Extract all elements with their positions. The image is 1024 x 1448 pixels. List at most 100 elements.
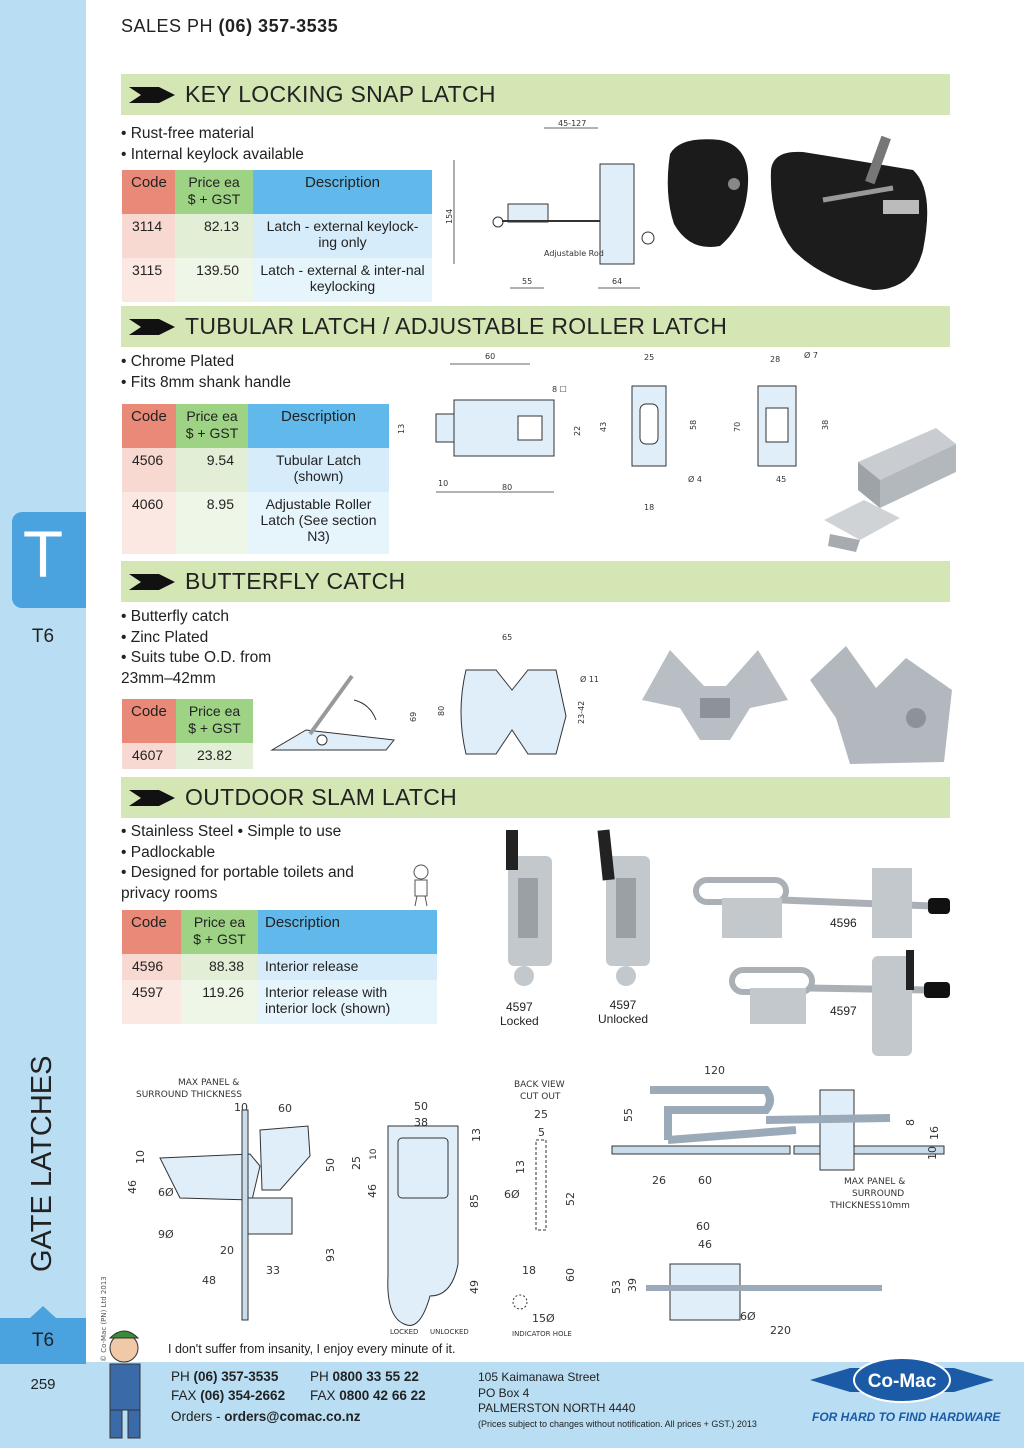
col-code: Code — [122, 910, 181, 954]
table-row[interactable]: 3114 82.13 Latch - external keylock-ing … — [122, 214, 432, 258]
sales-label: SALES PH — [121, 16, 219, 36]
dim-label: 80 — [437, 706, 446, 716]
dim-label: 5 — [538, 1126, 545, 1139]
address-line: PALMERSTON NORTH 4440 — [478, 1401, 636, 1415]
feature-item: • Fits 8mm shank handle — [121, 373, 291, 391]
feature-item: • Padlockable — [121, 843, 216, 861]
col-code: Code — [122, 404, 176, 448]
col-price: Price ea $ + GST — [176, 699, 253, 743]
slam-latch-side-drawing: MAX PANEL & SURROUND THICKNESS 10 60 10 … — [126, 1078, 337, 1321]
table-row[interactable]: 4506 9.54 Tubular Latch (shown) — [122, 448, 389, 492]
table-row[interactable]: 4596 88.38 Interior release — [122, 954, 437, 980]
section-banner: TUBULAR LATCH / ADJUSTABLE ROLLER LATCH — [121, 306, 950, 347]
dim-label: 60 — [698, 1174, 712, 1187]
logo-text: Co-Mac — [868, 1371, 937, 1392]
dim-label: 93 — [324, 1248, 337, 1262]
photo-label: 4597 Locked — [500, 1000, 539, 1028]
dim-label: 26 — [652, 1174, 666, 1187]
section-title: OUTDOOR SLAM LATCH — [185, 784, 458, 810]
table-row[interactable]: 4607 23.82 — [122, 743, 253, 769]
svg-text:SURROUND THICKNESS: SURROUND THICKNESS — [136, 1090, 242, 1100]
dim-label: 60 — [485, 352, 495, 361]
fax-label: FAX — [310, 1388, 340, 1403]
dim-label: 52 — [564, 1192, 577, 1206]
col-price: Price ea $ + GST — [176, 404, 248, 448]
quote: I don't suffer from insanity, I enjoy ev… — [168, 1342, 456, 1356]
col-code: Code — [122, 699, 176, 743]
cell-description: Adjustable Roller Latch (See section N3) — [248, 492, 389, 554]
orders-label: Orders - — [171, 1409, 225, 1424]
table-row[interactable]: 4597 119.26 Interior release with interi… — [122, 980, 437, 1024]
photo-label: 4597 — [830, 1004, 857, 1018]
dim-label: 220 — [770, 1324, 791, 1337]
dim-label: 50 — [414, 1100, 428, 1113]
indicator-hole-label: INDICATOR HOLE — [512, 1330, 572, 1338]
slam-latch-4596-photo — [693, 868, 950, 938]
snap-latch-photo-2 — [770, 135, 928, 290]
dim-label: 85 — [468, 1194, 481, 1208]
butterfly-catch-photo-1 — [642, 650, 788, 740]
comac-logo[interactable]: Co-Mac — [810, 1354, 994, 1406]
cell-code: 4597 — [122, 980, 181, 1024]
cell-price: 88.38 — [181, 954, 258, 980]
photo-label: 4596 — [830, 916, 857, 930]
dim-label: 154 — [445, 209, 454, 224]
cell-code: 4506 — [122, 448, 176, 492]
dim-label: 8 ☐ — [552, 385, 567, 394]
svg-text:SURROUND: SURROUND — [852, 1189, 904, 1199]
section-title: BUTTERFLY CATCH — [185, 568, 406, 594]
address-line: PO Box 4 — [478, 1385, 530, 1400]
sales-phone: SALES PH (06) 357-3535 — [121, 16, 338, 37]
back-view-cutout-drawing: BACK VIEW CUT OUT 25 5 13 6Ø 52 18 60 15… — [504, 1080, 577, 1338]
col-description: Description — [253, 170, 432, 214]
cell-price: 139.50 — [175, 258, 253, 302]
photo-label: 4597 Unlocked — [598, 998, 649, 1026]
cell-code: 4596 — [122, 954, 181, 980]
dim-label: 46 — [366, 1184, 379, 1198]
address-line: 105 Kaimanawa Street — [478, 1370, 600, 1384]
phone-number[interactable]: (06) 357-3535 — [193, 1369, 279, 1384]
dim-label: 69 — [409, 712, 418, 722]
dim-label: 65 — [502, 633, 512, 642]
dim-label: Ø 4 — [688, 474, 702, 484]
dim-label: 55 — [622, 1108, 635, 1122]
price-table: Code Price ea $ + GST Description 3114 8… — [122, 170, 432, 302]
phone-label: PH — [171, 1369, 194, 1384]
cell-description: Tubular Latch (shown) — [248, 448, 389, 492]
arrow-icon — [129, 86, 175, 103]
fax-label: FAX — [171, 1388, 201, 1403]
dim-label: 23-42 — [577, 701, 586, 724]
dim-label: 46 — [698, 1238, 712, 1251]
mascot-icon — [108, 1330, 141, 1439]
cell-description: Interior release with interior lock (sho… — [258, 980, 437, 1024]
butterfly-catch-photo-2 — [810, 646, 952, 764]
fax-2: FAX 0800 42 66 22 — [310, 1388, 426, 1403]
dim-label: 10 — [369, 1148, 379, 1160]
tubular-latch-drawing: 60 13 8 ☐ 22 10 80 43 25 58 Ø 4 18 28 Ø … — [397, 350, 830, 512]
phone-number[interactable]: 0800 33 55 22 — [332, 1369, 419, 1384]
fax-number: 0800 42 66 22 — [339, 1388, 426, 1403]
orders-link[interactable]: orders@comac.co.nz — [224, 1409, 361, 1424]
dim-label: 16 — [928, 1126, 941, 1140]
cell-code: 3114 — [122, 214, 175, 258]
col-price: Price ea $ + GST — [175, 170, 253, 214]
table-row[interactable]: 3115 139.50 Latch - external & inter-nal… — [122, 258, 432, 302]
slam-latch-4597-photo — [729, 950, 950, 1056]
table-row[interactable]: 4060 8.95 Adjustable Roller Latch (See s… — [122, 492, 389, 554]
section-tab[interactable]: T — [12, 512, 86, 608]
section-title: KEY LOCKING SNAP LATCH — [185, 81, 496, 107]
bottom-code-tab: T6 — [0, 1306, 86, 1364]
section-banner: BUTTERFLY CATCH — [121, 561, 950, 602]
tagline: FOR HARD TO FIND HARDWARE — [812, 1410, 1001, 1424]
rod-label: Adjustable Rod — [544, 249, 604, 258]
phone-label: PH — [310, 1369, 333, 1384]
sales-number[interactable]: (06) 357-3535 — [218, 16, 339, 36]
cell-price: 82.13 — [175, 214, 253, 258]
mascot-small-icon — [413, 864, 429, 907]
address: 105 Kaimanawa Street PO Box 4 PALMERSTON… — [478, 1370, 757, 1432]
dim-label: 46 — [126, 1180, 139, 1194]
section-banner: OUTDOOR SLAM LATCH — [121, 777, 950, 818]
cell-description: Interior release — [258, 954, 437, 980]
dim-label: 9Ø — [158, 1228, 174, 1241]
feature-list: • Rust-free material • Internal keylock … — [121, 124, 304, 165]
